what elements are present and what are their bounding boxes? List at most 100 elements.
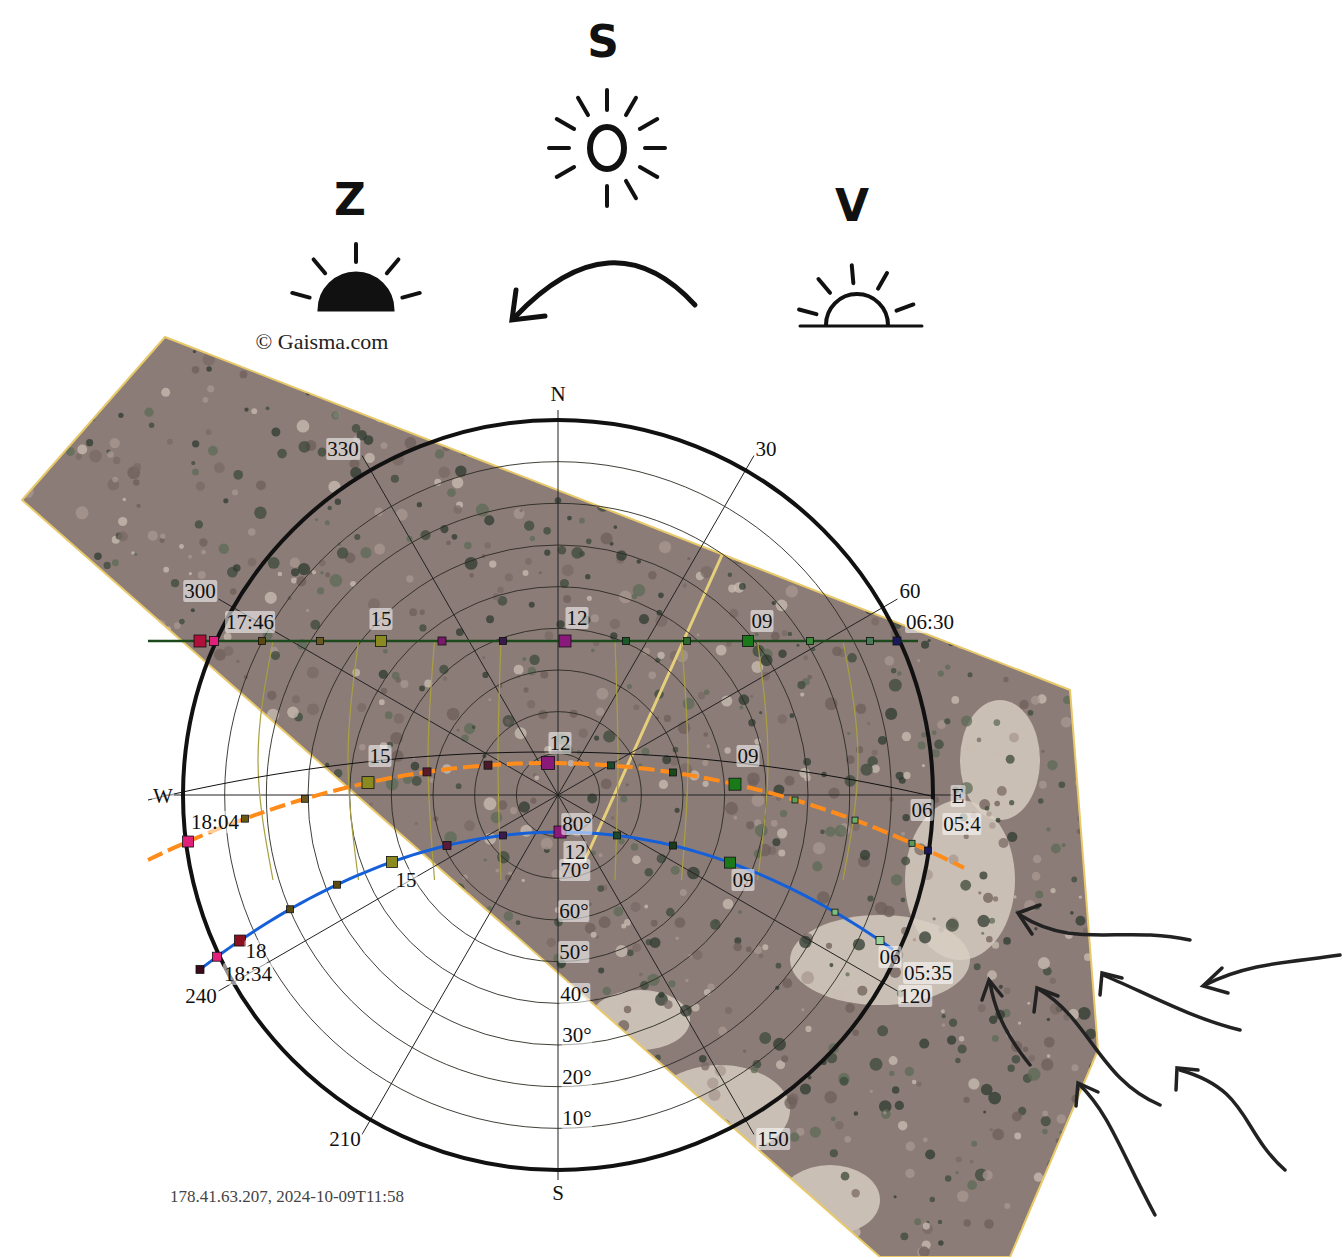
vegetation [935,431,947,443]
vegetation [629,1198,641,1210]
vegetation [627,950,634,957]
vegetation [1020,599,1029,608]
azimuth-label: 60 [899,580,922,602]
vegetation [812,861,822,871]
vegetation [1069,1172,1076,1179]
vegetation [868,436,880,448]
vegetation [164,1083,168,1087]
vegetation [147,1124,159,1136]
vegetation [1012,1111,1022,1121]
vegetation [891,668,896,673]
vegetation [87,1053,93,1059]
vegetation [513,1208,525,1220]
vegetation [1032,872,1041,881]
vegetation [64,926,74,936]
vegetation [1058,373,1070,385]
vegetation [484,858,487,861]
vegetation [715,1065,726,1076]
vegetation [560,1226,565,1231]
vegetation [630,997,640,1007]
vegetation [889,1056,898,1065]
vegetation [680,889,687,896]
vegetation [378,1115,383,1120]
vegetation [963,1219,970,1226]
vegetation [320,1221,328,1229]
vegetation [85,748,93,756]
vegetation [749,544,753,548]
vegetation [978,891,981,894]
vegetation [37,880,42,885]
vegetation [19,327,32,340]
vegetation [654,1071,662,1079]
vegetation [897,671,902,676]
vegetation [521,1191,524,1194]
vegetation [16,408,24,416]
vegetation [284,1231,292,1239]
vegetation [213,1052,218,1057]
vegetation [69,379,79,389]
vegetation [747,1160,753,1166]
vegetation [1060,490,1072,502]
vegetation [132,634,139,641]
vegetation [718,1201,728,1211]
vegetation [419,624,426,631]
vegetation [1084,413,1096,425]
vegetation [751,1066,758,1073]
vegetation [1055,492,1062,499]
vegetation [464,723,475,734]
vegetation [190,963,195,968]
vegetation [238,834,251,847]
vegetation [329,1158,337,1166]
vegetation [956,1156,962,1162]
vegetation [658,593,664,599]
vegetation [438,466,450,478]
vegetation [855,537,860,542]
vegetation [171,1180,174,1183]
vegetation [101,1079,105,1083]
vegetation [644,362,656,374]
vegetation [39,564,49,574]
vegetation [101,1205,105,1209]
azimuth-spoke [558,599,897,795]
credit: © Gaisma.com [256,330,389,353]
vegetation [148,740,158,750]
vegetation [491,1221,502,1232]
vegetation [903,772,910,779]
vegetation [881,475,890,484]
vegetation [364,366,371,373]
vegetation [962,498,967,503]
vegetation [810,1127,821,1138]
vegetation [908,863,919,874]
vegetation [414,406,422,414]
vegetation [65,893,74,902]
vegetation [484,431,489,436]
sun-ray [852,265,854,283]
vegetation [168,690,178,700]
hand-sketch [292,90,922,326]
vegetation [48,1033,60,1045]
vegetation [986,936,993,943]
vegetation [71,750,82,761]
vegetation [129,709,138,718]
hour-marker [213,952,222,961]
vegetation [778,714,788,724]
vegetation [194,739,199,744]
vegetation [654,365,666,377]
vegetation [687,1199,698,1210]
vegetation [91,617,100,626]
vegetation [175,1218,182,1225]
sun-ray [354,244,358,262]
vegetation [139,1034,145,1040]
hour-marker [684,638,691,645]
vegetation [168,663,181,676]
vegetation [564,1007,575,1018]
vegetation [417,502,422,507]
azimuth-spoke [558,795,897,991]
vegetation [825,418,834,427]
vegetation [248,558,257,567]
vegetation [597,885,604,892]
vegetation [173,761,178,766]
vegetation [440,391,452,403]
